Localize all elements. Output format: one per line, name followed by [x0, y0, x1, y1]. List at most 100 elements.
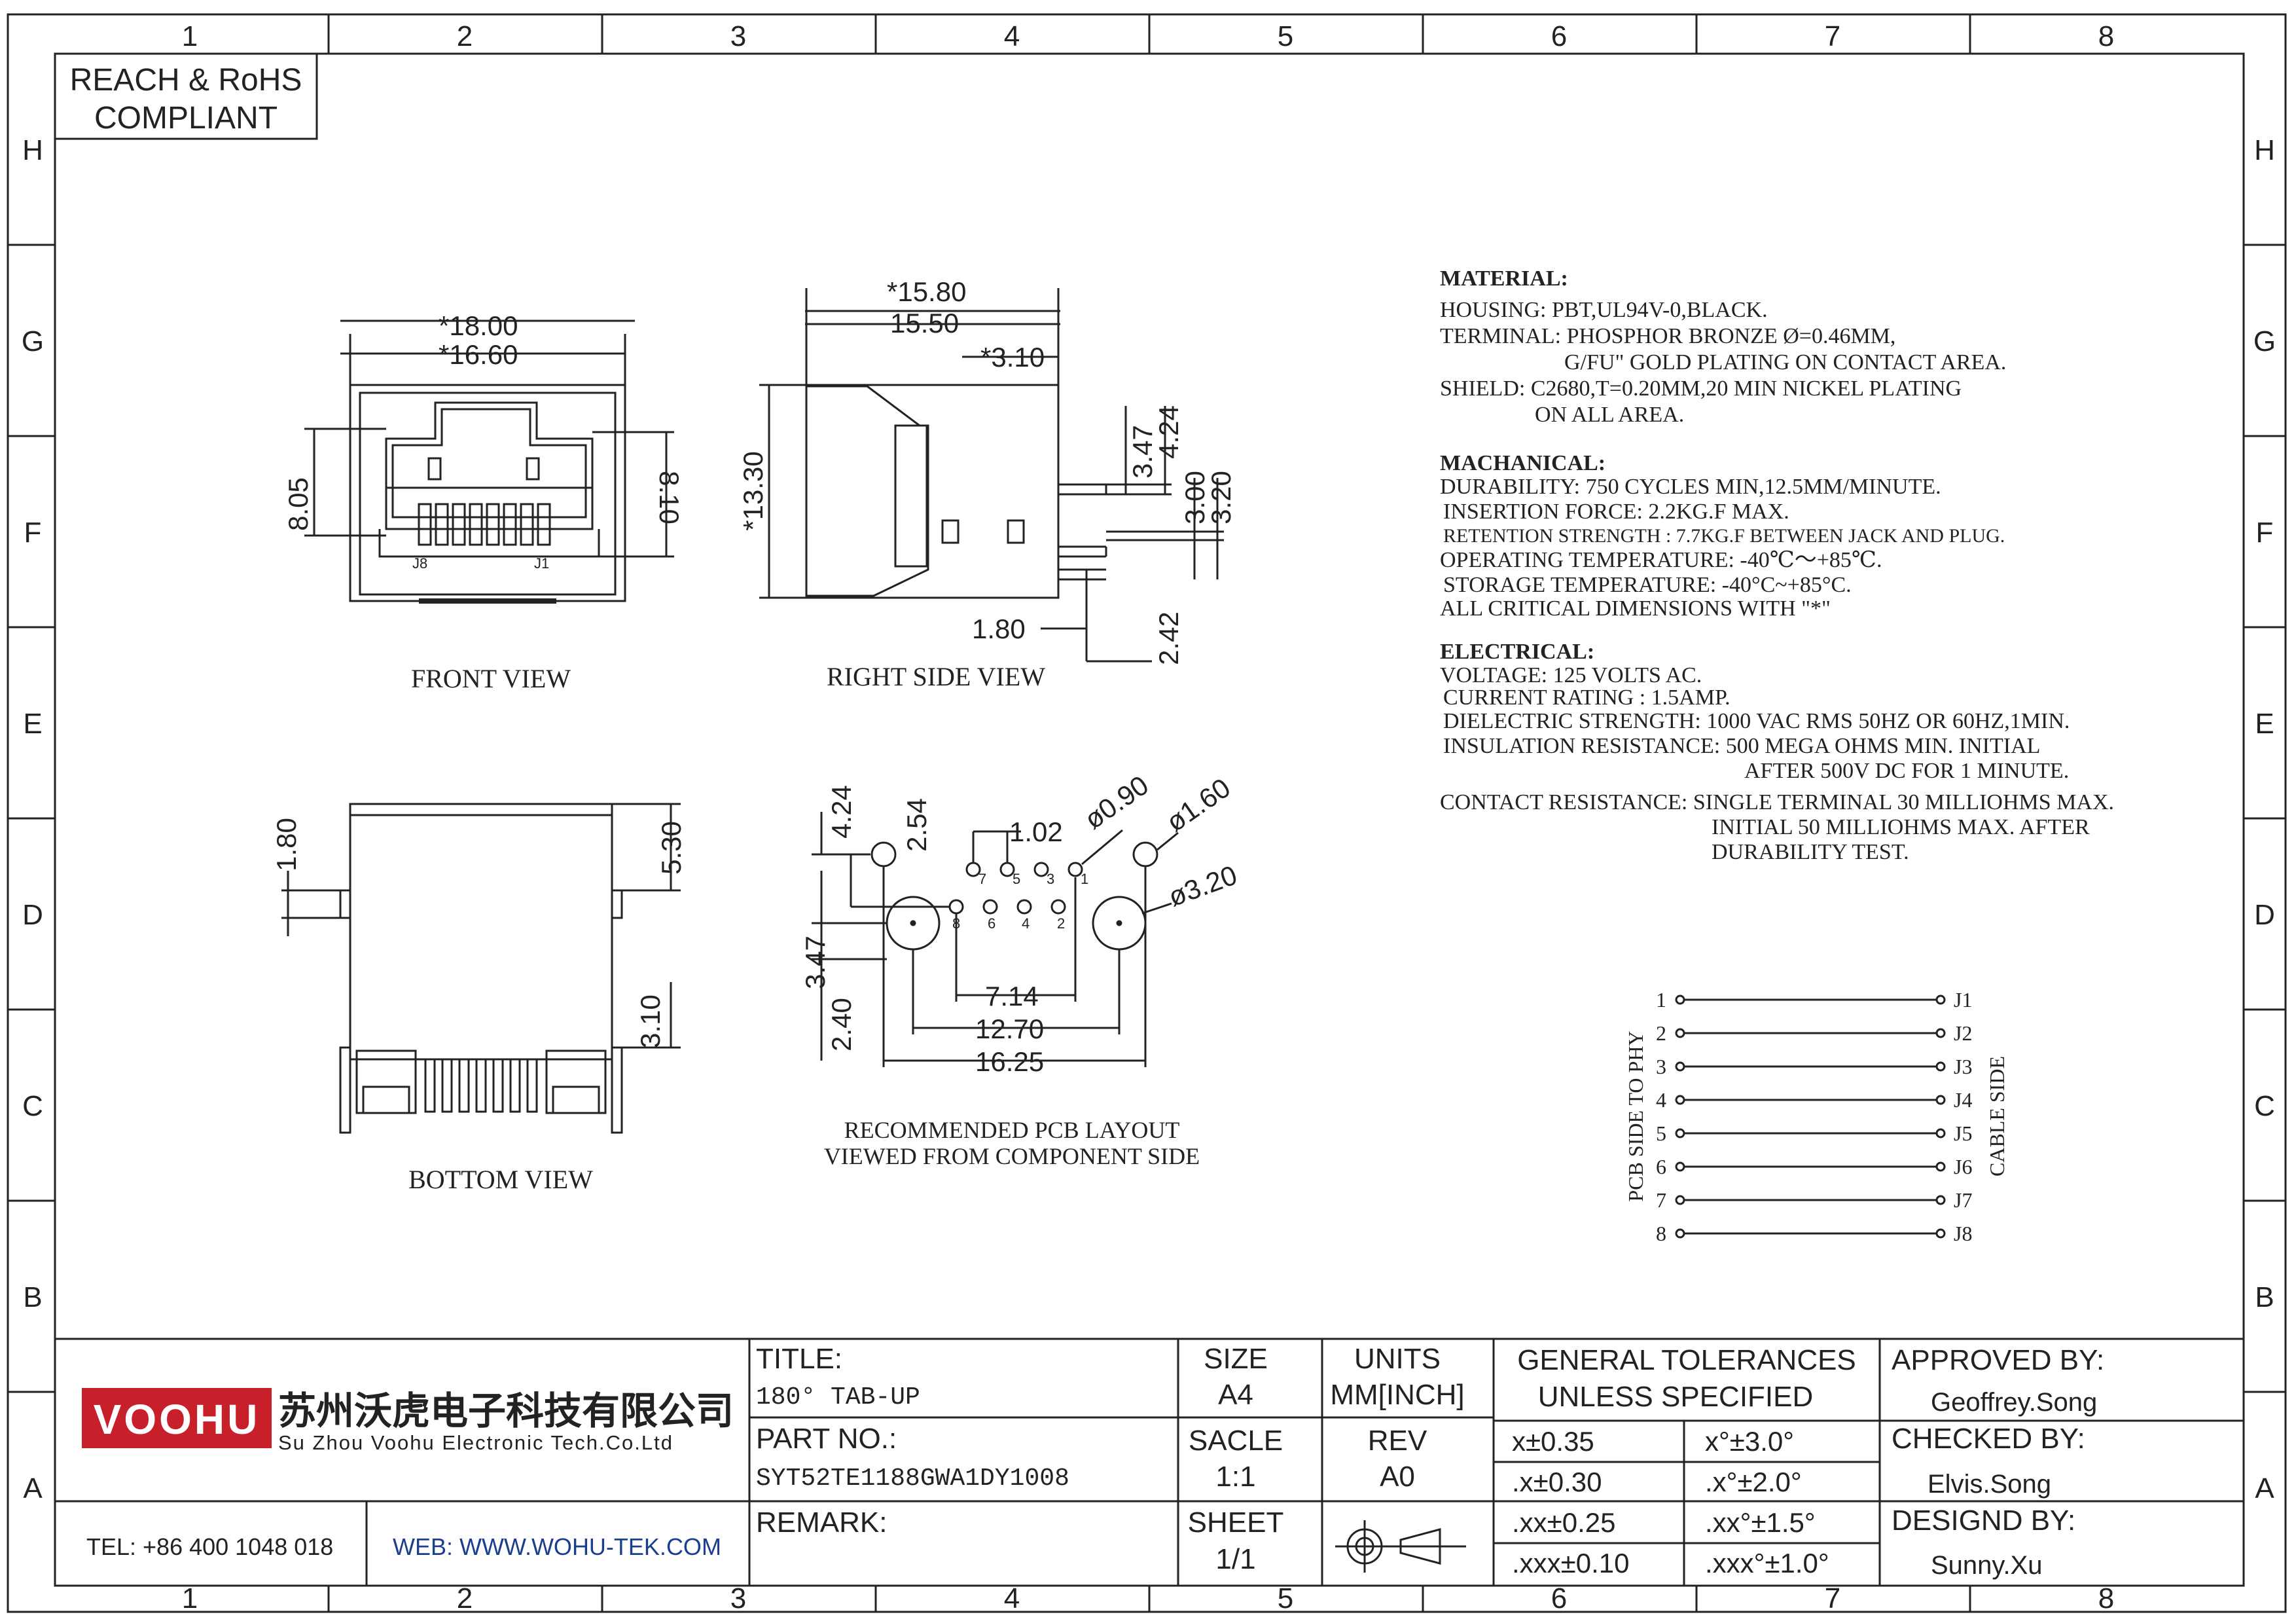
- svg-text:x°±3.0°: x°±3.0°: [1705, 1426, 1794, 1457]
- dim-front-width-outer: *18.00: [439, 310, 518, 341]
- spec-line: ON ALL AREA.: [1535, 403, 1684, 427]
- row-label-right: F: [2256, 517, 2274, 549]
- svg-text:.xxx±0.10: .xxx±0.10: [1512, 1548, 1629, 1578]
- dim-pcb-424: 4.24: [826, 785, 857, 839]
- spec-line: VOLTAGE: 125 VOLTS AC.: [1440, 663, 1702, 687]
- projection-symbol-icon: [1335, 1520, 1466, 1573]
- dim-right-347: 3.47: [1127, 425, 1158, 479]
- dim-front-width-inner: *16.60: [439, 339, 518, 370]
- mechanical-title: MACHANICAL:: [1440, 451, 1605, 475]
- svg-text:7: 7: [978, 871, 986, 887]
- company-name-cn: 苏州沃虎电子科技有限公司: [278, 1390, 734, 1432]
- col-label-bottom: 2: [457, 1582, 473, 1614]
- approved-name: Geoffrey.Song: [1931, 1388, 2097, 1417]
- svg-text:J2: J2: [1954, 1021, 1972, 1045]
- pcb-mount-hole-small: [870, 841, 897, 867]
- spec-line: INSERTION FORCE: 2.2KG.F MAX.: [1443, 500, 1789, 524]
- dim-bottom-530: 5.30: [656, 821, 687, 875]
- company-name-en: Su Zhou Voohu Electronic Tech.Co.Ltd: [278, 1431, 673, 1454]
- specifications: MATERIAL: HOUSING: PBT,UL94V-0,BLACK. TE…: [1440, 266, 2114, 864]
- spec-line: RETENTION STRENGTH : 7.7KG.F BETWEEN JAC…: [1443, 525, 2005, 547]
- pcb-label-line2: VIEWED FROM COMPONENT SIDE: [824, 1143, 1200, 1169]
- dim-right-depth-outer: *15.80: [887, 276, 966, 307]
- svg-text:J5: J5: [1954, 1122, 1972, 1145]
- tol-title1: GENERAL TOLERANCES: [1517, 1344, 1856, 1376]
- contact-tel: TEL: +86 400 1048 018: [86, 1533, 333, 1560]
- row-label-left: D: [22, 899, 43, 931]
- spec-line: DURABILITY: 750 CYCLES MIN,12.5MM/MINUTE…: [1440, 475, 1941, 499]
- spec-line: AFTER 500V DC FOR 1 MINUTE.: [1744, 759, 2069, 783]
- col-label-bottom: 1: [182, 1582, 198, 1614]
- svg-text:8: 8: [1656, 1222, 1666, 1245]
- right-view-drawing: [759, 288, 1224, 663]
- pcb-label-line1: RECOMMENDED PCB LAYOUT: [844, 1117, 1180, 1143]
- spec-line: ALL CRITICAL DIMENSIONS WITH "*": [1440, 596, 1831, 621]
- svg-text:x±0.35: x±0.35: [1512, 1426, 1594, 1457]
- outer-frame: [7, 13, 2287, 1613]
- dim-front-height-right: 8.10: [654, 471, 685, 524]
- spec-line: OPERATING TEMPERATURE: -40℃～+85℃.: [1440, 548, 1882, 572]
- tol-title2: UNLESS SPECIFIED: [1538, 1381, 1814, 1413]
- spec-line: HOUSING: PBT,UL94V-0,BLACK.: [1440, 298, 1768, 322]
- dim-right-300: 3.00: [1179, 471, 1210, 524]
- svg-text:8: 8: [952, 915, 960, 932]
- row-label-right: H: [2254, 134, 2275, 166]
- dim-pcb-347: 3.47: [800, 936, 831, 989]
- scale-label: SACLE: [1189, 1425, 1283, 1457]
- dim-right-424: 4.24: [1153, 405, 1184, 459]
- svg-text:2: 2: [1057, 915, 1065, 932]
- dim-bottom-310: 3.10: [635, 994, 666, 1048]
- part-value: SYT52TE1188GWA1DY1008: [756, 1465, 1069, 1493]
- pcb-signal-holes: [948, 862, 1083, 915]
- signatures-block: APPROVED BY: Geoffrey.Song CHECKED BY: E…: [1892, 1344, 2104, 1580]
- size-value: A4: [1218, 1379, 1253, 1411]
- svg-text:J3: J3: [1954, 1055, 1972, 1078]
- dim-bottom-180: 1.80: [271, 818, 302, 871]
- pcb-pin-numbers: 7 5 3 1 8 6 4 2: [952, 871, 1088, 932]
- svg-text:6: 6: [988, 915, 996, 932]
- units-label: UNITS: [1354, 1343, 1441, 1375]
- bottom-view-dims: 1.80 5.30 3.10: [271, 818, 687, 1048]
- voohu-logo: [82, 1388, 272, 1448]
- svg-text:3: 3: [1047, 871, 1054, 887]
- spec-line: INITIAL 50 MILLIOHMS MAX. AFTER: [1712, 815, 2090, 839]
- svg-text:.xxx°±1.0°: .xxx°±1.0°: [1705, 1548, 1829, 1578]
- front-pin-j1: J1: [534, 555, 549, 572]
- svg-text:1: 1: [1656, 988, 1666, 1012]
- dim-front-height-left: 8.05: [283, 477, 314, 531]
- svg-text:5: 5: [1013, 871, 1020, 887]
- row-label-right: E: [2255, 708, 2274, 740]
- spec-line: CONTACT RESISTANCE: SINGLE TERMINAL 30 M…: [1440, 790, 2114, 814]
- title-value: 180° TAB-UP: [756, 1383, 920, 1412]
- dim-pcb-102: 1.02: [1009, 816, 1063, 847]
- svg-text:.x±0.30: .x±0.30: [1512, 1467, 1602, 1497]
- row-label-right: A: [2255, 1472, 2274, 1504]
- right-view-label: RIGHT SIDE VIEW: [827, 662, 1045, 691]
- title-label: TITLE:: [756, 1343, 842, 1375]
- svg-text:2: 2: [1656, 1021, 1666, 1045]
- contact-web: WEB: WWW.WOHU-TEK.COM: [393, 1533, 721, 1560]
- part-label: PART NO.:: [756, 1423, 897, 1455]
- spec-line: TERMINAL: PHOSPHOR BRONZE Ø=0.46MM,: [1440, 324, 1895, 348]
- dim-right-tab: *3.10: [980, 342, 1045, 373]
- col-label-top: 6: [1551, 20, 1567, 52]
- dim-pcb-240: 2.40: [826, 998, 857, 1051]
- bottom-view-drawing: [281, 803, 681, 1134]
- size-label: SIZE: [1204, 1343, 1268, 1375]
- bottom-view-label: BOTTOM VIEW: [408, 1165, 593, 1194]
- dim-right-180: 1.80: [972, 613, 1026, 644]
- svg-text:4: 4: [1656, 1088, 1666, 1112]
- col-label-bottom: 7: [1825, 1582, 1840, 1614]
- svg-text:.x°±2.0°: .x°±2.0°: [1705, 1467, 1802, 1497]
- spec-line: DURABILITY TEST.: [1712, 840, 1909, 864]
- compliance-line2: COMPLIANT: [94, 101, 278, 136]
- row-label-left: A: [23, 1472, 43, 1504]
- dim-pcb-1270: 12.70: [975, 1013, 1044, 1044]
- svg-text:6: 6: [1656, 1155, 1666, 1178]
- scale-value: 1:1: [1215, 1461, 1255, 1493]
- svg-text:5: 5: [1656, 1122, 1666, 1145]
- border-ticks: [8, 14, 2286, 1612]
- row-label-right: G: [2253, 325, 2276, 357]
- svg-text:.xx°±1.5°: .xx°±1.5°: [1705, 1507, 1816, 1538]
